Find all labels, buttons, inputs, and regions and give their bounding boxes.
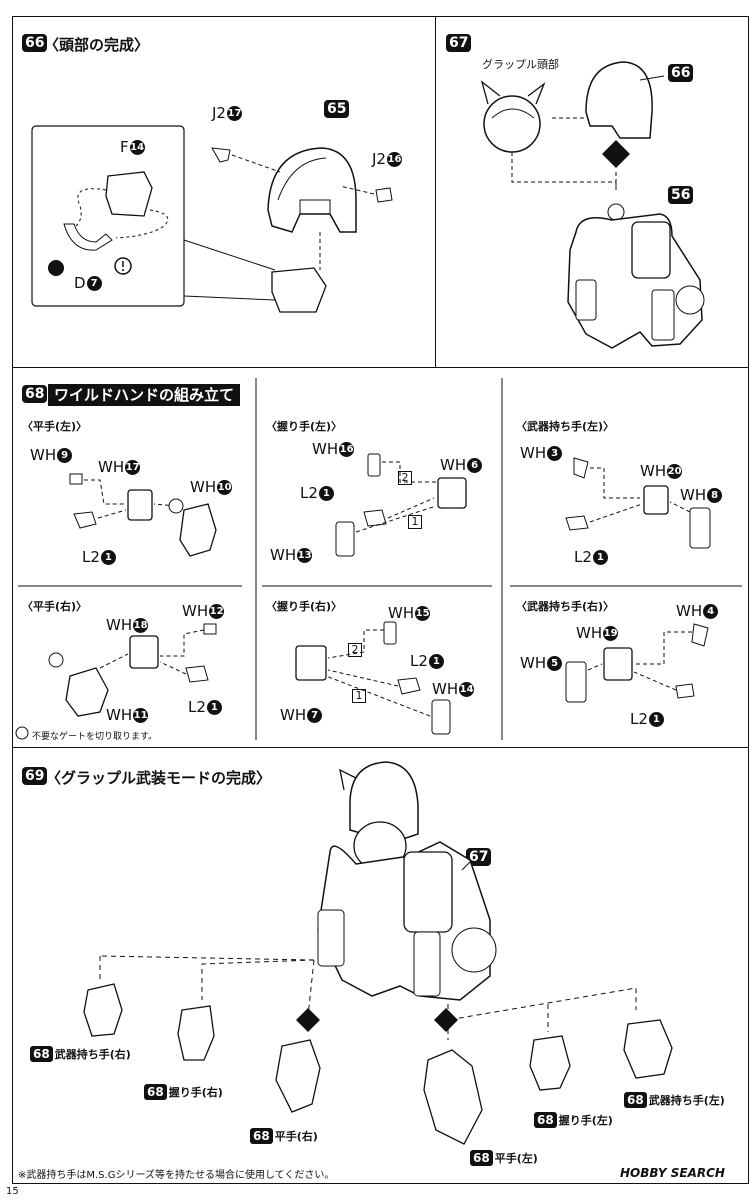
gate-note: 不要なゲートを切り取ります。 — [32, 732, 158, 742]
hand-right-flat-title: 〈平手(右)〉 — [22, 600, 88, 613]
step-67-badge: 67 — [446, 34, 472, 52]
hand-left-flat-title: 〈平手(左)〉 — [22, 420, 88, 433]
p2-step-2: 2 — [398, 466, 412, 485]
step-68-title: ワイルドハンドの組み立て — [48, 384, 241, 406]
step-66-badge: 66 — [22, 34, 48, 52]
p2-step-1: 1 — [408, 510, 422, 529]
step-69-title: 〈グラップル武装モードの完成〉 — [46, 769, 272, 787]
p5-step-1: 1 — [352, 684, 366, 703]
footer-note: ※武器持ち手はM.S.Gシリーズ等を持たせる場合に使用してください。 — [18, 1170, 335, 1181]
hand-left-grip-title: 〈握り手(左)〉 — [266, 420, 343, 433]
step-68-badge: 68 — [22, 385, 48, 403]
panel-69 — [12, 747, 749, 1184]
hand-right-grip-title: 〈握り手(右)〉 — [266, 600, 343, 613]
part-66-badge: 66 — [668, 64, 694, 82]
hand-left-weapon-title: 〈武器持ち手(左)〉 — [516, 420, 615, 433]
hobby-search-logo: HOBBY SEARCH — [620, 1166, 725, 1180]
page-number: 15 — [6, 1186, 19, 1197]
part-56-badge: 56 — [668, 186, 694, 204]
grapple-head-label: グラップル頭部 — [482, 58, 559, 71]
hand-right-weapon-title: 〈武器持ち手(右)〉 — [516, 600, 615, 613]
step-69-badge: 69 — [22, 767, 48, 785]
part-65-badge: 65 — [324, 100, 350, 118]
part-67-badge: 67 — [466, 848, 492, 866]
step-66-title: 〈頭部の完成〉 — [44, 36, 150, 54]
p5-step-2: 2 — [348, 638, 362, 657]
